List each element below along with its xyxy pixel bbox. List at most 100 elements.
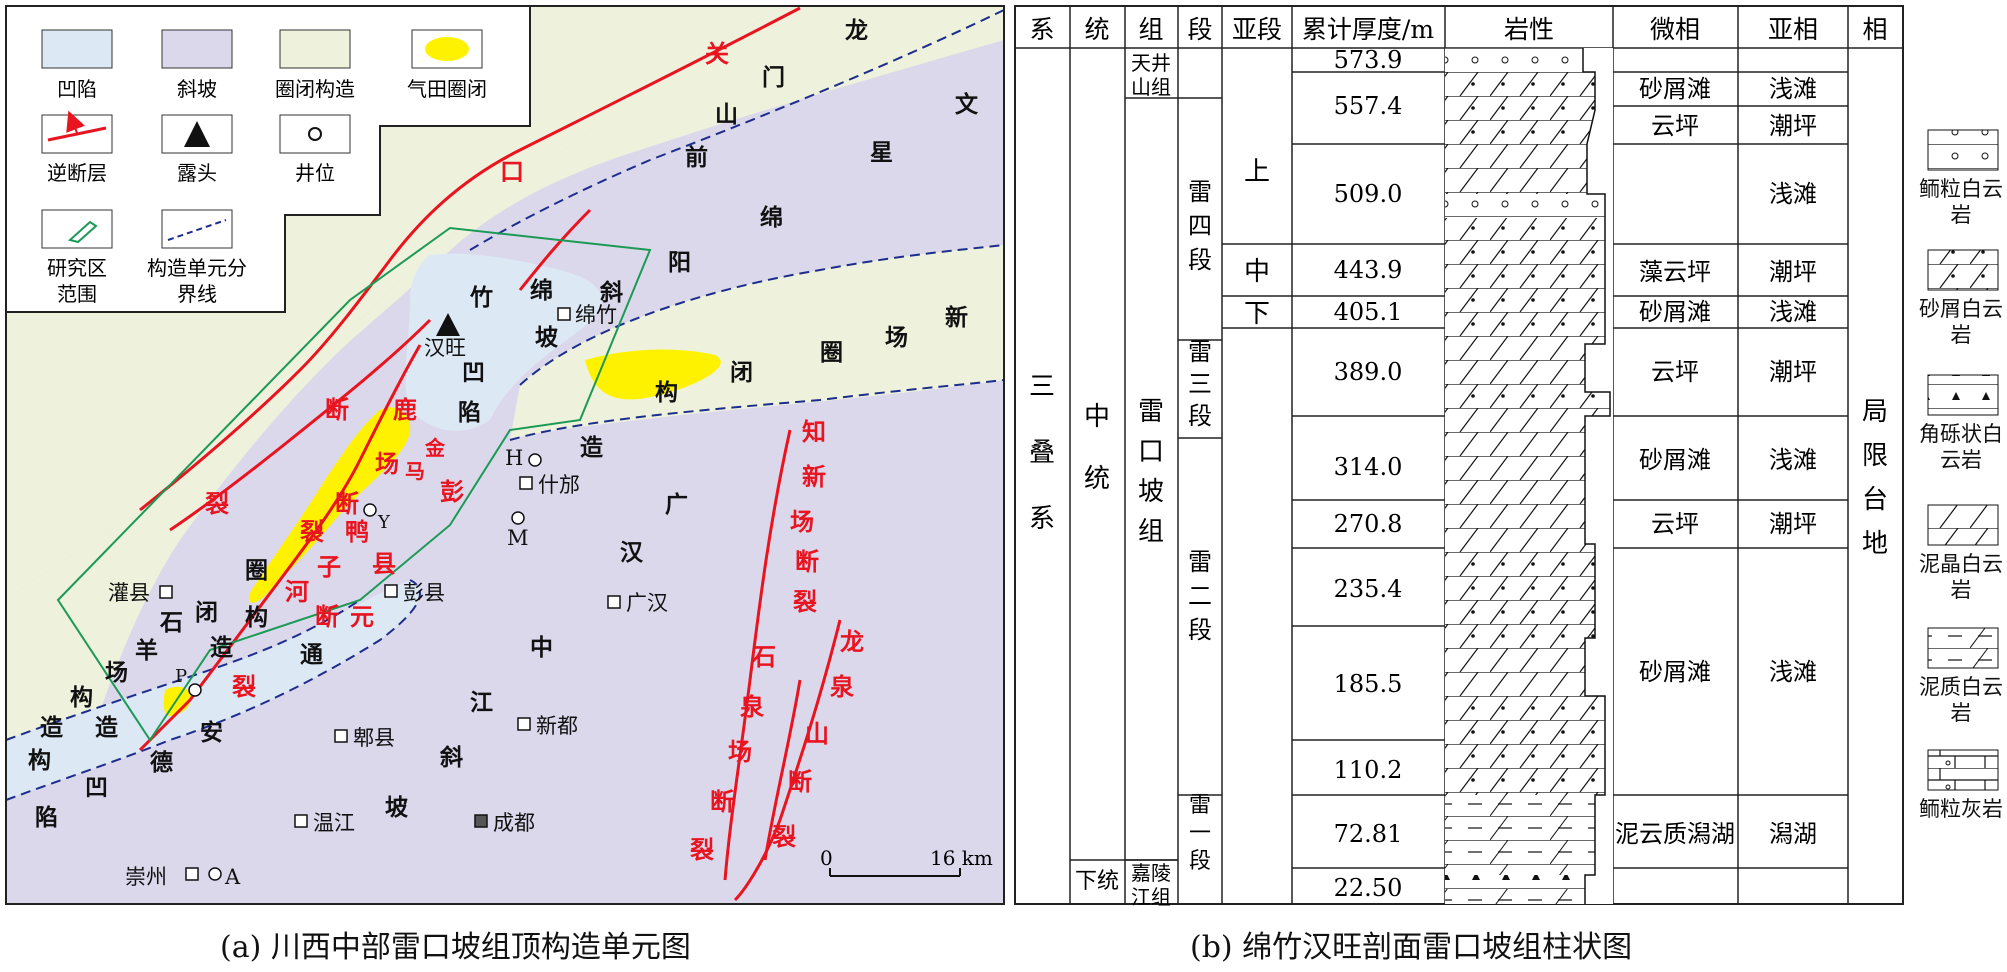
micro-5: 砂屑滩	[1639, 446, 1711, 474]
label-xie: 斜	[599, 279, 623, 306]
thickness-5: 389.0	[1334, 358, 1403, 386]
thickness-0: 573.9	[1334, 46, 1403, 74]
label-chang: 场	[885, 324, 908, 351]
well-a-icon	[208, 867, 222, 881]
well-y-icon	[363, 503, 377, 517]
legend-gasfield-swatch	[425, 37, 469, 61]
micro-8: 泥云质潟湖	[1615, 820, 1735, 848]
city-pengxian-icon	[384, 584, 398, 598]
label-long: 龙	[845, 17, 868, 44]
label-po2: 坡	[385, 794, 408, 821]
column-labels: 三叠系 中统 下统 天井山组 雷口坡组 嘉陵江组 雷四段 雷三段 雷二段 雷一段…	[1029, 51, 1888, 909]
thickness-4: 405.1	[1334, 298, 1403, 326]
label-ao2: 凹	[85, 774, 108, 801]
label-gou3: 构	[70, 684, 93, 711]
city-pixian-icon	[334, 729, 348, 743]
well-h-icon	[528, 453, 542, 467]
label-de: 德	[150, 749, 173, 776]
red-label-ma: 马	[405, 459, 425, 483]
lith-label-5: 鲕粒灰岩	[1919, 797, 2003, 821]
structure-labels: 龙 门 文 山 星 前 绵 阳 新 场 圈 闭 构 造 竹 绵 斜 坡 凹 陷 …	[28, 17, 979, 831]
deyang-depression	[6, 580, 420, 800]
label-mian2: 绵	[530, 277, 553, 304]
header-subfacies: 亚相	[1768, 15, 1818, 44]
red-label-quan: 泉	[740, 692, 765, 721]
red-label-kou: 口	[500, 157, 524, 186]
red-label-peng: 彭	[440, 477, 464, 506]
red-label-chang2: 场	[790, 507, 814, 536]
red-label-xian: 县	[372, 549, 396, 578]
city-mianzhu-icon	[557, 307, 571, 321]
header-system: 系	[1029, 15, 1054, 44]
label-guang: 广	[665, 491, 688, 518]
strat-column: 系 统 组 段 亚段 累计厚度/m 岩性 微相 亚相 相	[1014, 5, 1999, 909]
red-label-long: 龙	[840, 627, 864, 656]
legend-closed-label: 圈闭构造	[275, 77, 355, 101]
fault-labels: 关 口 断 鹿 裂 场 断 金 马 彭 鸭 裂 子 县 河 断 元 裂 知 新 …	[205, 39, 864, 864]
mianzhu-depression	[405, 253, 602, 431]
thickness-values: 573.9 557.4 509.0 443.9 405.1 389.0 314.…	[1334, 46, 1403, 902]
system-label: 三叠系	[1029, 372, 1055, 534]
header-thickness: 累计厚度/m	[1302, 15, 1434, 44]
longquanshan-fault	[733, 619, 842, 902]
red-label-he: 河	[285, 577, 309, 606]
lithology-column	[1445, 48, 1610, 904]
legend-gasfield-label: 气田圈闭	[407, 77, 487, 101]
lith-label-2: 角砾状白云岩	[1919, 422, 2003, 472]
red-label-lie2: 裂	[300, 517, 324, 546]
red-label-duan: 断	[325, 395, 349, 424]
label-quan2: 圈	[245, 557, 268, 584]
sub-9: 潟湖	[1769, 820, 1817, 848]
header-formation: 组	[1138, 15, 1163, 44]
legend-fault-label: 逆断层	[47, 161, 107, 185]
place-pengxian: 彭县	[403, 581, 445, 605]
red-label-shi: 石	[751, 642, 776, 671]
red-label-quan2: 泉	[830, 672, 855, 701]
submember-upper: 上	[1244, 157, 1270, 187]
label-yang: 阳	[668, 249, 691, 276]
legend-well-icon	[308, 127, 322, 141]
red-label-duan4: 断	[795, 547, 819, 576]
place-xindu: 新都	[536, 714, 578, 738]
label-zhong: 中	[530, 634, 553, 661]
red-label-yuan: 元	[350, 602, 374, 631]
thickness-11: 72.81	[1334, 820, 1403, 848]
place-chengdu: 成都	[493, 811, 535, 835]
series-low-label: 下统	[1075, 869, 1119, 894]
facies-label: 局限台地	[1862, 397, 1888, 559]
red-label-chang3: 场	[728, 737, 752, 766]
well-m-label: M	[507, 526, 529, 550]
label-zao: 造	[580, 434, 604, 461]
legend-fault-line	[47, 126, 107, 142]
legend-well-label: 井位	[295, 161, 335, 185]
micro-0: 砂屑滩	[1639, 75, 1711, 103]
label-gou4: 构	[28, 747, 51, 774]
sub-8: 浅滩	[1769, 658, 1817, 686]
legend-slope-label: 斜坡	[177, 77, 217, 101]
sub-4: 浅滩	[1769, 298, 1817, 326]
thickness-3: 443.9	[1334, 256, 1403, 284]
red-label-jin: 金	[424, 436, 446, 460]
legend-outcrop-icon	[184, 121, 210, 147]
microfacies-values: 砂屑滩 云坪 藻云坪 砂屑滩 云坪 砂屑滩 云坪 砂屑滩 泥云质潟湖	[1615, 75, 1735, 848]
sub-5: 潮坪	[1769, 358, 1817, 386]
well-p-icon	[188, 683, 202, 697]
thickness-7: 270.8	[1334, 510, 1403, 538]
member-1-label: 雷一段	[1189, 793, 1211, 874]
label-shan: 山	[715, 101, 738, 128]
study-area-outline	[56, 226, 652, 742]
place-pixian: 郫县	[353, 726, 395, 750]
micro-4: 云坪	[1651, 358, 1699, 386]
member-lines	[1070, 97, 1292, 861]
header-microfacies: 微相	[1650, 15, 1700, 44]
member-4-label: 雷四段	[1188, 178, 1212, 274]
submember-lower: 下	[1244, 299, 1270, 329]
scale-zero: 0	[820, 846, 833, 870]
outcrop-hanwang-icon	[436, 313, 460, 336]
lith-legend-sand-dolo	[1927, 249, 1999, 291]
micro-2: 藻云坪	[1639, 258, 1711, 286]
red-label-xin: 新	[802, 462, 826, 491]
label-wen: 文	[955, 91, 979, 118]
strat-column-panel: 系 统 组 段 亚段 累计厚度/m 岩性 微相 亚相 相	[1010, 0, 2007, 912]
map-legend: 凹陷 斜坡 圈闭构造 气田圈闭 逆断层 露头 井位 研究区范围 构造单元分界线	[5, 5, 531, 313]
